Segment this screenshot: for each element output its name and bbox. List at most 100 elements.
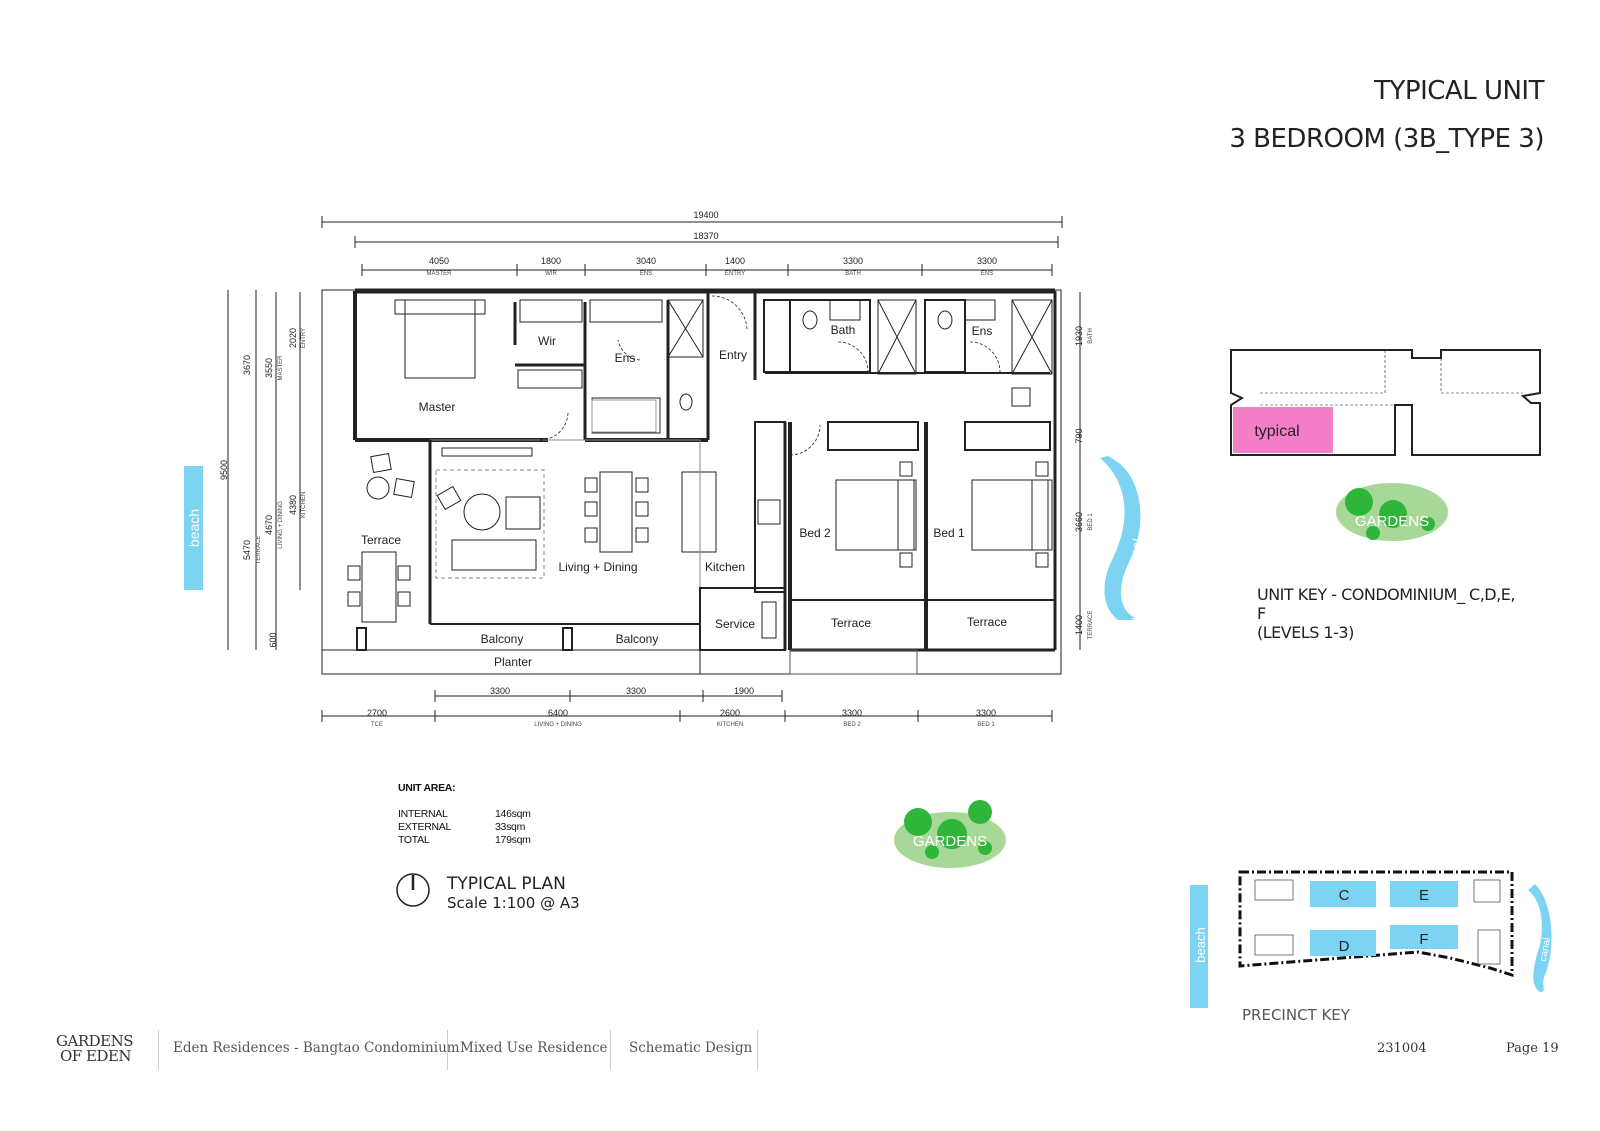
- north-arrow-icon: [396, 873, 430, 907]
- unit-key-diagram: typical: [1230, 349, 1541, 456]
- tree-icon: [1421, 517, 1435, 531]
- dim-left-label: KITCHEN: [301, 492, 307, 518]
- dim-left: 5470: [242, 540, 252, 560]
- tree-icon: [978, 841, 992, 855]
- area-label-external: EXTERNAL: [398, 821, 452, 833]
- footer-divider: [757, 1030, 758, 1070]
- gardens-of-eden-logo: GARDENS OF EDEN: [56, 1032, 134, 1065]
- dim-left: 4670: [264, 515, 274, 535]
- dim-bottom-upper: 3300: [626, 686, 646, 696]
- page-title: TYPICAL UNIT: [1374, 76, 1544, 106]
- page-number: Page 19: [1506, 1041, 1559, 1056]
- room-bed2: Bed 2: [799, 526, 831, 540]
- dim-bottom-lower: 3300: [842, 708, 862, 718]
- dim-bottom-label: BED 2: [843, 722, 861, 728]
- block-c-label: C: [1339, 887, 1350, 904]
- dim-segment: 1400: [725, 256, 745, 266]
- dim-right: 1400: [1074, 615, 1084, 635]
- beach-strip: [1190, 885, 1208, 1008]
- dim-bottom-label: KITCHEN: [717, 722, 743, 728]
- room-terrace-bed1: Terrace: [967, 615, 1007, 629]
- dim-left-label: ENTRY: [301, 328, 307, 348]
- dim-right-label: BED 1: [1088, 513, 1094, 531]
- footer-project-name: Eden Residences - Bangtao Condominium: [173, 1040, 460, 1056]
- dim-bottom-label: TCE: [371, 722, 383, 728]
- dim-segment: 1800: [541, 256, 561, 266]
- tree-icon: [937, 819, 967, 849]
- dim-segment-label: ENTRY: [725, 271, 745, 277]
- dim-bottom-lower: 6400: [548, 708, 568, 718]
- dim-segment-label: ENS: [981, 271, 993, 277]
- dim-bottom-upper: 3300: [490, 686, 510, 696]
- room-terrace-left: Terrace: [361, 533, 401, 547]
- area-value-external: 33sqm: [495, 821, 526, 833]
- dim-segment: 3040: [636, 256, 656, 266]
- dim-left: 3550: [264, 358, 274, 378]
- dim-bottom-label: LIVING + DINING: [534, 722, 582, 728]
- dim-segment: 3300: [977, 256, 997, 266]
- dim-bottom-lower: 3300: [976, 708, 996, 718]
- document-code: 231004: [1377, 1041, 1427, 1056]
- room-ens-master: Ens: [615, 351, 636, 365]
- beach-label: beach: [186, 509, 202, 547]
- unit-key-line: (LEVELS 1-3): [1257, 623, 1354, 642]
- area-label-total: TOTAL: [398, 834, 430, 846]
- room-living-dining: Living + Dining: [558, 560, 637, 574]
- area-value-internal: 146sqm: [495, 808, 531, 820]
- precinct-key-title: PRECINCT KEY: [1242, 1006, 1350, 1024]
- dim-segment: 3300: [843, 256, 863, 266]
- tree-icon: [925, 845, 939, 859]
- dim-bottom-upper: 1900: [734, 686, 754, 696]
- gardens-label: GARDENS: [913, 833, 987, 850]
- dim-left: 600: [268, 632, 278, 647]
- tree-icon: [1345, 488, 1373, 516]
- unit-key-text: UNIT KEY - CONDOMINIUM_ C,D,E, F (LEVELS…: [1257, 585, 1567, 642]
- room-bath: Bath: [831, 323, 856, 337]
- room-kitchen: Kitchen: [705, 560, 745, 574]
- dim-segment-label: BATH: [845, 271, 861, 277]
- tree-icon: [1379, 500, 1407, 528]
- footer-divider: [447, 1030, 448, 1070]
- tree-icon: [1366, 526, 1380, 540]
- block-f-label: F: [1419, 931, 1428, 948]
- plan-caption-title: TYPICAL PLAN: [447, 874, 566, 894]
- unit-key-line: UNIT KEY - CONDOMINIUM_ C,D,E,: [1257, 585, 1515, 604]
- precinct-key-diagram: beach canal C E D F: [1190, 870, 1553, 1008]
- room-balcony-1: Balcony: [481, 632, 524, 646]
- canal-shape: [1528, 884, 1552, 992]
- dim-left: 2020: [288, 328, 298, 348]
- gardens-label: GARDENS: [1355, 513, 1429, 530]
- beach-strip: [184, 466, 203, 590]
- canal-label: canal: [1538, 937, 1553, 962]
- room-service: Service: [715, 617, 755, 631]
- area-value-total: 179sqm: [495, 834, 531, 846]
- dim-left: 3670: [242, 355, 252, 375]
- tree-icon: [904, 808, 932, 836]
- room-balcony-2: Balcony: [616, 632, 659, 646]
- typical-label: typical: [1254, 423, 1299, 440]
- dim-right-label: TERRACE: [1088, 611, 1094, 640]
- dim-inner-width: 18370: [693, 231, 718, 241]
- canal-label: canal: [1124, 537, 1146, 573]
- block-e-label: E: [1419, 887, 1429, 904]
- typical-unit-highlight: [1233, 407, 1333, 453]
- beach-label: beach: [1193, 927, 1208, 962]
- tree-icon: [968, 800, 992, 824]
- room-ens-bed1: Ens: [972, 324, 993, 338]
- footer-design-stage: Schematic Design: [629, 1040, 753, 1056]
- logo-line: OF EDEN: [60, 1047, 132, 1065]
- room-master: Master: [419, 400, 456, 414]
- logo-line: GARDENS: [56, 1032, 134, 1050]
- footer-use-type: Mixed Use Residence: [460, 1040, 608, 1056]
- dim-segment-label: MASTER: [426, 271, 452, 277]
- dim-right: 3660: [1074, 512, 1084, 532]
- dim-right: 790: [1074, 428, 1084, 443]
- dim-right-label: BATH: [1088, 328, 1094, 344]
- dim-segment: 4050: [429, 256, 449, 266]
- dim-overall-width: 19400: [693, 210, 718, 220]
- dim-right: 1930: [1074, 326, 1084, 346]
- dim-left-label: LIVING + DINING: [278, 501, 284, 549]
- room-planter: Planter: [494, 655, 532, 669]
- unit-key-line: F: [1257, 604, 1266, 623]
